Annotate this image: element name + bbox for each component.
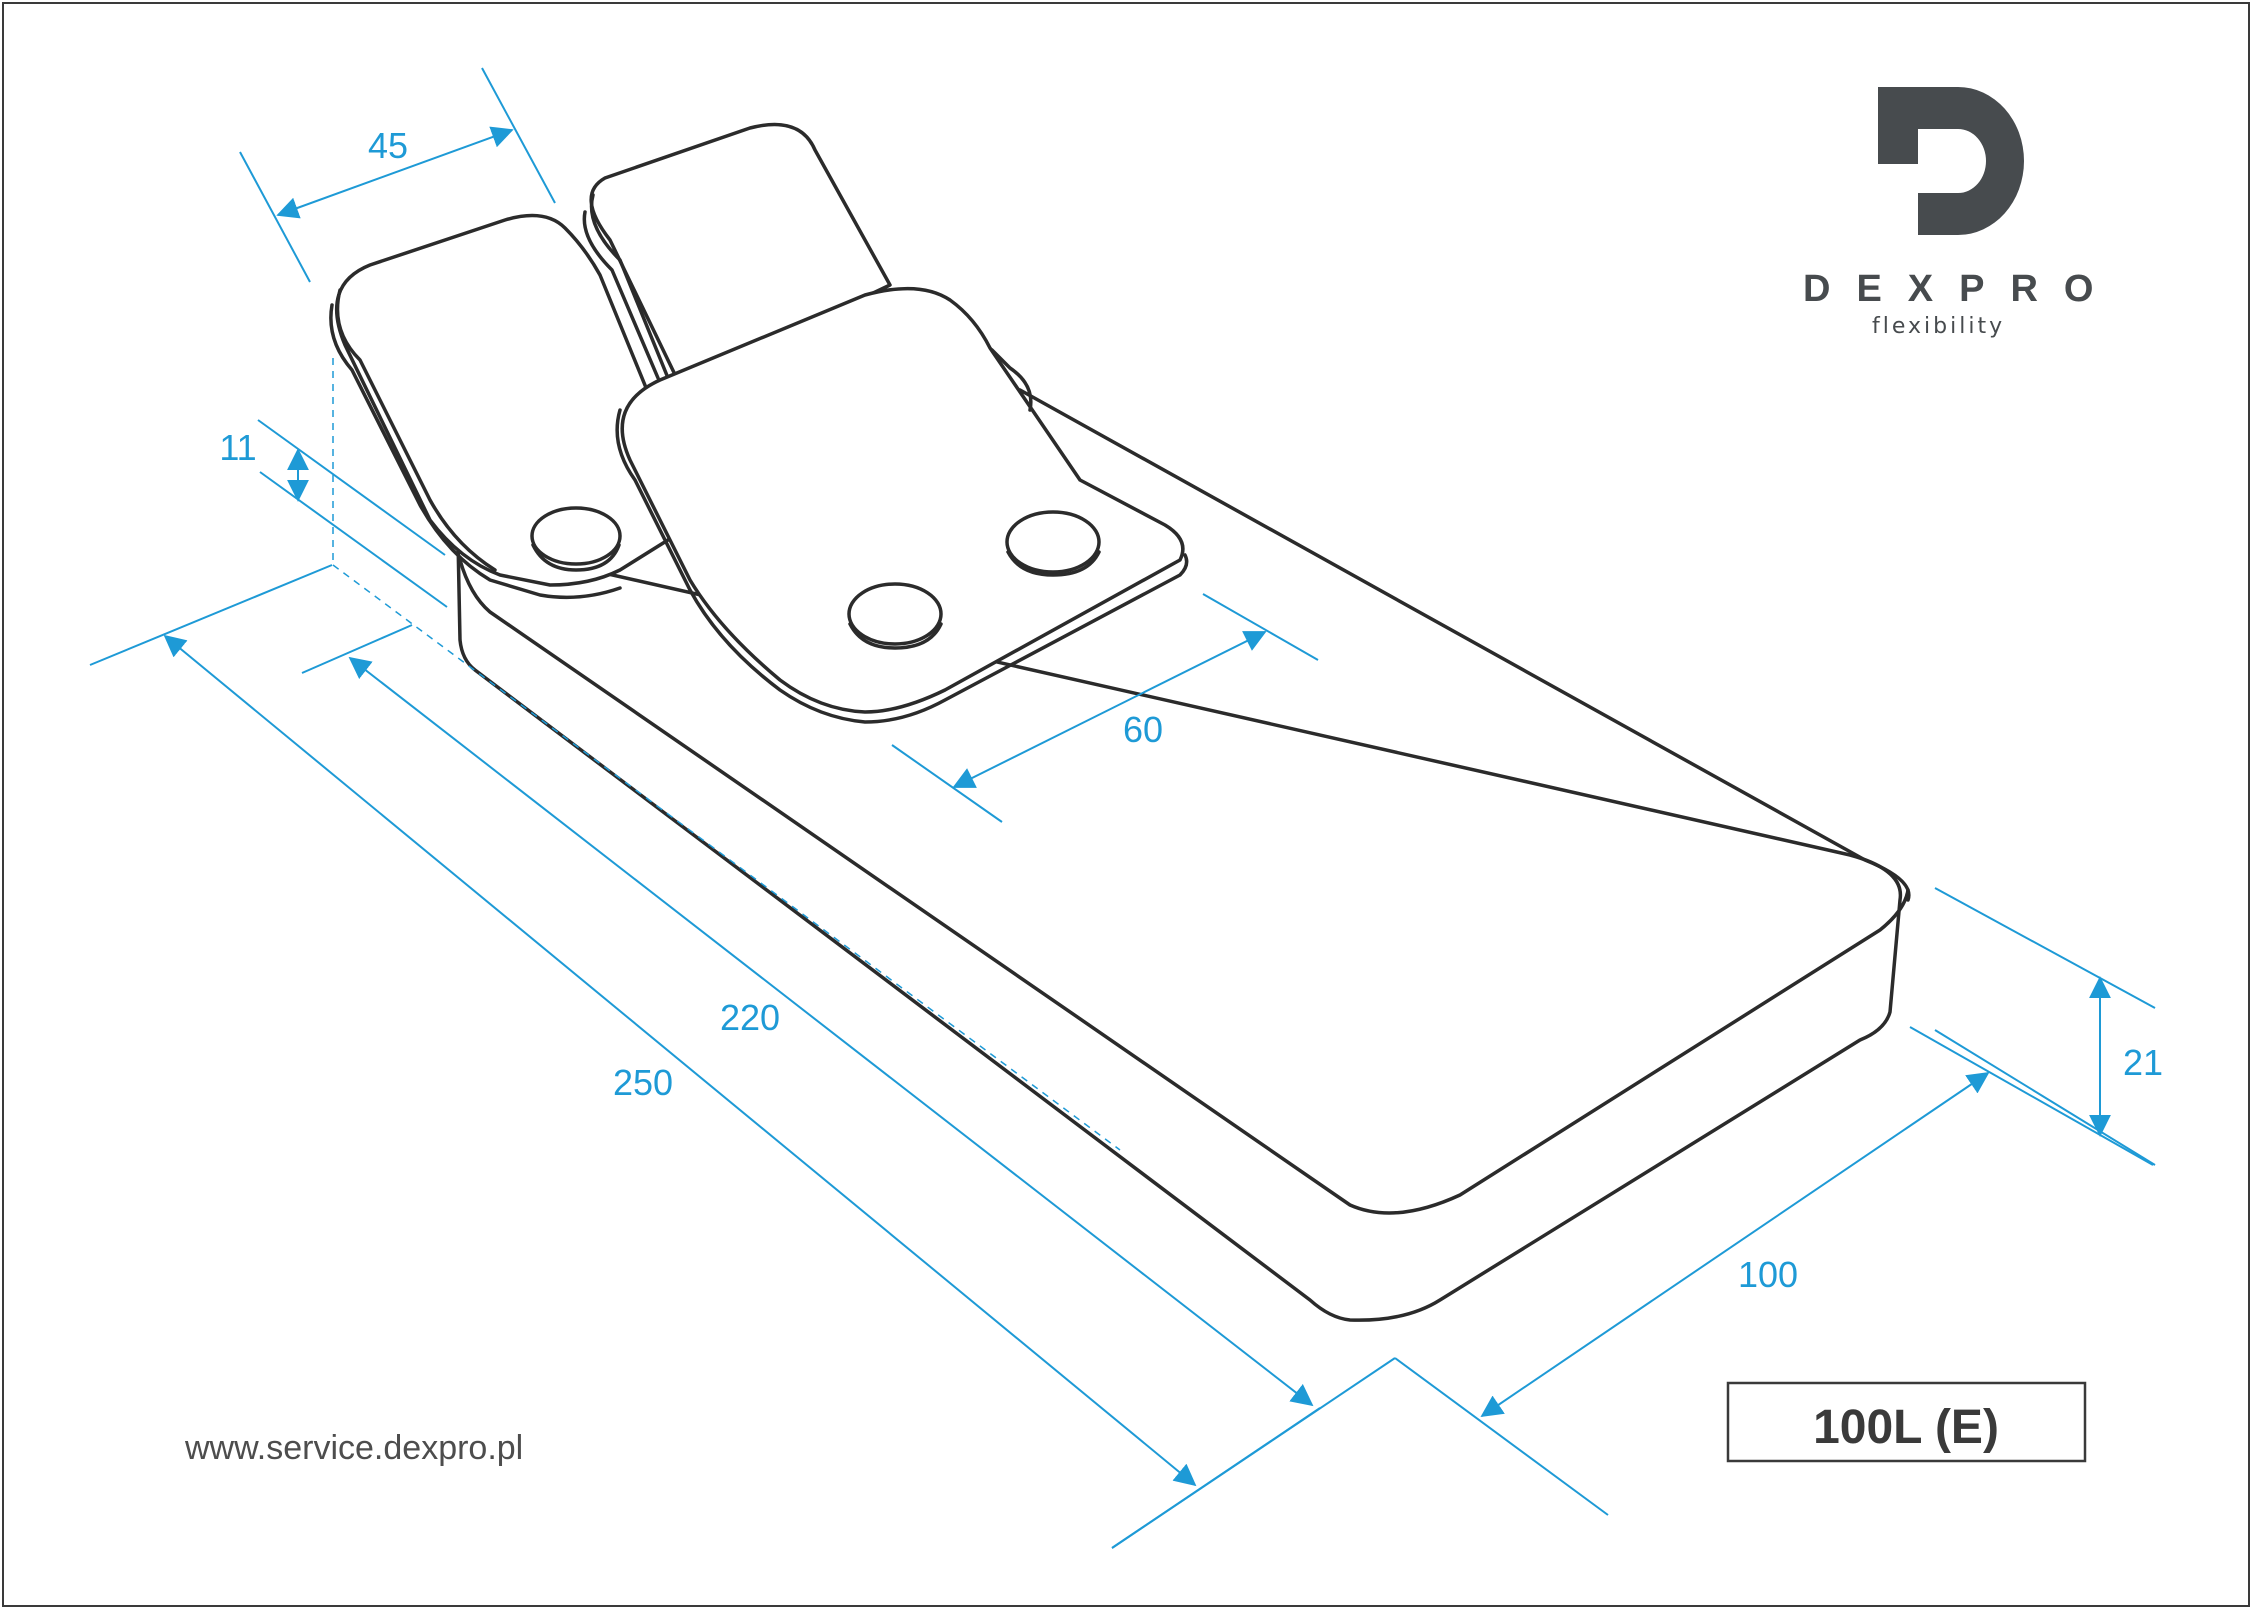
left-flap-rivet xyxy=(530,506,622,566)
model-label: 100L (E) xyxy=(1813,1401,1999,1454)
dimension-label-220: 220 xyxy=(720,997,780,1038)
left-flap-edge-2 xyxy=(329,303,622,600)
dimension-100: 100 xyxy=(1394,1026,2154,1516)
dimension-label-11: 11 xyxy=(219,427,256,468)
front-flap-rivet-right-edge xyxy=(1006,550,1101,577)
dimension-label-21: 21 xyxy=(2123,1042,2163,1083)
front-flap-rivet-left xyxy=(847,582,943,646)
dimension-11: 11 xyxy=(219,419,448,608)
dimension-label-250: 250 xyxy=(613,1062,673,1103)
dexpro-logo-mark xyxy=(1878,87,2024,235)
front-flap-hinge xyxy=(990,348,1033,412)
dimension-250: 250 xyxy=(89,564,1321,1549)
front-flap xyxy=(615,286,1189,724)
model-label-box xyxy=(1726,1381,2087,1463)
brand-tagline: flexibility xyxy=(1872,314,2005,339)
dimension-label-45: 45 xyxy=(368,125,408,166)
brand-name: DEXPRO xyxy=(1803,268,2119,310)
rear-flap-edge-2 xyxy=(582,210,660,380)
left-flap-edge xyxy=(335,288,497,572)
front-flap-rivet-right xyxy=(1005,510,1101,574)
dimension-label-100: 100 xyxy=(1738,1254,1798,1295)
rear-flap-edge xyxy=(589,193,670,380)
service-url: www.service.dexpro.pl xyxy=(184,1429,523,1467)
base-back-edge xyxy=(1018,388,1911,902)
dimension-45: 45 xyxy=(239,67,556,283)
base-top-edge xyxy=(458,558,1910,1215)
left-flap xyxy=(329,213,702,600)
left-flap-rivet-edge xyxy=(531,543,621,572)
dexpro-logo: DEXPRO flexibility xyxy=(1803,87,2119,339)
dimension-label-60: 60 xyxy=(1123,709,1163,750)
dimension-21: 21 xyxy=(1934,887,2163,1166)
base-front-face xyxy=(456,538,1903,1322)
